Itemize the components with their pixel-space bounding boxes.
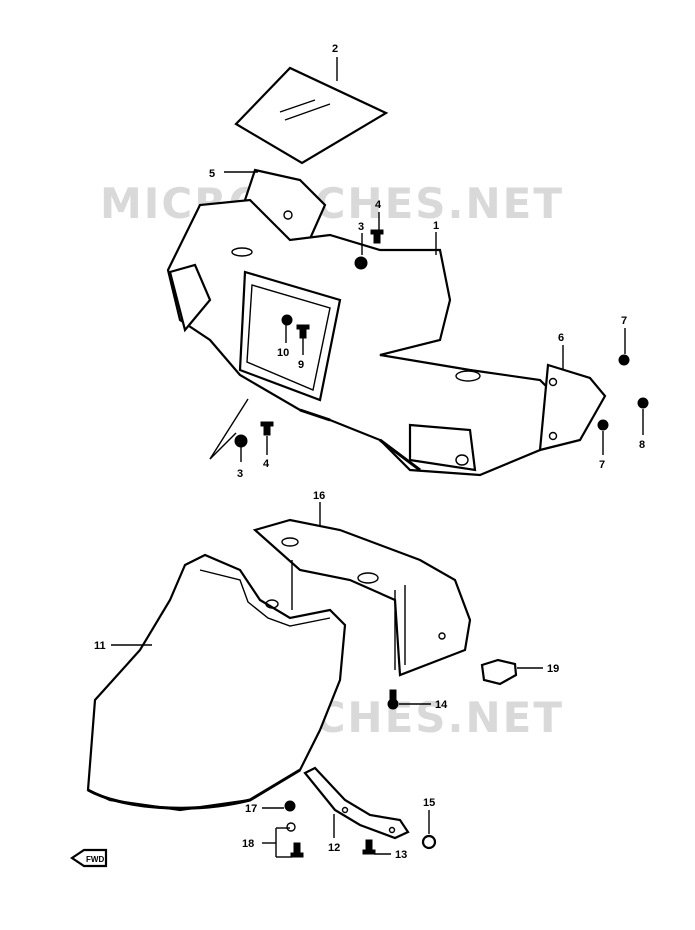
callout-1: 1 bbox=[433, 220, 439, 232]
fastener-4-top bbox=[370, 229, 384, 244]
fastener-3-top bbox=[354, 256, 368, 270]
fastener-18a bbox=[286, 822, 296, 832]
fastener-14 bbox=[387, 689, 399, 710]
callout-17: 17 bbox=[245, 803, 257, 815]
callout-3-top: 3 bbox=[358, 221, 364, 233]
fastener-18b bbox=[290, 842, 304, 858]
fastener-8 bbox=[637, 397, 649, 409]
callout-4-top: 4 bbox=[375, 199, 382, 211]
fastener-7-top bbox=[618, 354, 630, 366]
callout-2: 2 bbox=[332, 43, 338, 55]
fastener-3-bottom bbox=[234, 434, 248, 448]
watermark-top: MICROFICHES.NET bbox=[100, 179, 564, 228]
callout-labels: 2 5 4 3 1 10 9 6 7 8 3 4 7 16 11 19 14 1… bbox=[94, 43, 645, 861]
part-19-cap bbox=[480, 658, 518, 686]
fastener-7-bottom bbox=[597, 419, 609, 431]
callout-10: 10 bbox=[277, 347, 289, 359]
callout-9: 9 bbox=[298, 359, 304, 371]
callout-14: 14 bbox=[435, 699, 448, 711]
callout-6: 6 bbox=[558, 332, 564, 344]
callout-13: 13 bbox=[395, 849, 407, 861]
part-2-windscreen bbox=[234, 66, 389, 165]
fwd-label: FWD bbox=[86, 855, 104, 864]
part-6-side-bracket bbox=[538, 363, 607, 452]
callout-7-bottom: 7 bbox=[599, 459, 605, 471]
forward-direction-marker: FWD bbox=[70, 848, 108, 868]
callout-8: 8 bbox=[639, 439, 645, 451]
part-1-handle-cover bbox=[166, 198, 562, 477]
fastener-4-bottom bbox=[260, 421, 274, 436]
part-12-bracket bbox=[303, 766, 410, 840]
part-16-rear-panel bbox=[252, 518, 472, 677]
callout-11: 11 bbox=[94, 640, 106, 652]
fastener-13 bbox=[362, 839, 376, 855]
callout-12: 12 bbox=[328, 842, 340, 854]
fastener-17 bbox=[284, 800, 296, 812]
callout-7-top: 7 bbox=[621, 315, 627, 327]
callout-15: 15 bbox=[423, 797, 435, 809]
callout-5: 5 bbox=[209, 168, 215, 180]
callout-18: 18 bbox=[242, 838, 254, 850]
fastener-15 bbox=[421, 834, 437, 850]
callout-4-bottom: 4 bbox=[263, 458, 270, 470]
callout-19: 19 bbox=[547, 663, 559, 675]
leader-lines bbox=[111, 57, 644, 858]
callout-3-bottom: 3 bbox=[237, 468, 243, 480]
part-11-leg-shield bbox=[86, 553, 347, 812]
fastener-10 bbox=[281, 314, 293, 326]
callout-16: 16 bbox=[313, 490, 325, 502]
